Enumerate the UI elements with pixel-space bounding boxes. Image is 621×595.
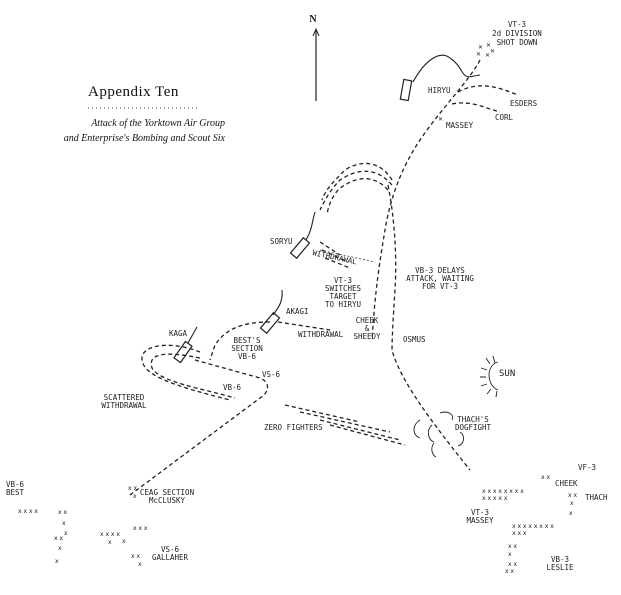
akagi-track bbox=[272, 289, 283, 316]
vt3-switches-label-3: TARGET bbox=[329, 292, 357, 301]
cheek-sheedy-label-1: CHEEK bbox=[356, 316, 379, 325]
svg-text:x x x x x x x x: x x x x x x x x bbox=[482, 488, 524, 495]
svg-text:✕: ✕ bbox=[438, 116, 443, 123]
hiryu-ship-icon bbox=[399, 78, 413, 102]
svg-text:x x x x: x x x x bbox=[100, 531, 120, 538]
svg-text:x: x bbox=[133, 493, 137, 500]
vt3-massey-label-1: VT-3 bbox=[471, 508, 489, 517]
svg-text:x: x bbox=[62, 520, 66, 527]
kaga-track bbox=[187, 326, 198, 344]
hiryu-track bbox=[412, 54, 481, 83]
north-label: N bbox=[309, 14, 317, 25]
svg-text:x x: x x bbox=[54, 535, 63, 542]
vs6-label: VS-6 bbox=[262, 370, 281, 379]
vt3-shot-down-label-3: SHOT DOWN bbox=[497, 38, 538, 47]
attack-tracks bbox=[129, 59, 519, 496]
esders-label: ESDERS bbox=[510, 99, 538, 108]
akagi-ship-icon bbox=[259, 311, 281, 335]
bests-section-label-3: VB-6 bbox=[238, 352, 257, 361]
subtitle-line2: and Enterprise's Bombing and Scout Six bbox=[64, 133, 226, 144]
vb6-label: VB-6 bbox=[223, 383, 242, 392]
svg-text:x: x bbox=[569, 510, 573, 517]
svg-text:x: x bbox=[570, 500, 574, 507]
vt3-switches-label-1: VT-3 bbox=[334, 276, 352, 285]
scattered-withdrawal-label-2: WITHDRAWAL bbox=[101, 401, 147, 410]
svg-text:x x x: x x x bbox=[512, 530, 527, 537]
svg-text:✕: ✕ bbox=[490, 48, 495, 55]
ceag-section-label-1: CEAG SECTION bbox=[140, 488, 194, 497]
svg-text:x x x x: x x x x bbox=[18, 508, 38, 515]
cheek-label: CHEEK bbox=[555, 479, 578, 488]
svg-text:x: x bbox=[122, 538, 126, 545]
bests-section-label-2: SECTION bbox=[231, 344, 263, 353]
svg-text:✕: ✕ bbox=[476, 51, 481, 58]
svg-text:✕: ✕ bbox=[478, 44, 483, 51]
vt3-shot-down-label-1: VT-3 bbox=[508, 20, 526, 29]
svg-text:x x: x x bbox=[58, 509, 67, 516]
svg-text:x x: x x bbox=[508, 543, 517, 550]
akagi-label: AKAGI bbox=[286, 307, 309, 316]
soryu-label: SORYU bbox=[270, 237, 293, 246]
svg-text:x: x bbox=[508, 551, 512, 558]
svg-text:✕: ✕ bbox=[486, 42, 491, 49]
appendix-title: Appendix Ten bbox=[88, 84, 179, 100]
svg-text:x x x: x x x bbox=[133, 525, 148, 532]
massey-north-label: MASSEY bbox=[446, 121, 474, 130]
vb6-best-label-1: VB-6 bbox=[6, 480, 25, 489]
svg-text:x x x x x: x x x x x bbox=[482, 495, 508, 502]
vb3-delays-label-3: FOR VT-3 bbox=[422, 282, 458, 291]
north-arrow-icon bbox=[312, 27, 320, 101]
cheek-sheedy-label-2: & bbox=[365, 324, 370, 333]
vb3-delays-label-1: VB-3 DELAYS bbox=[415, 266, 465, 275]
svg-text:x: x bbox=[58, 545, 62, 552]
subtitle-line1: Attack of the Yorktown Air Group bbox=[90, 118, 225, 129]
vb6-best-label-2: BEST bbox=[6, 488, 25, 497]
cheek-sheedy-label-3: SHEEDY bbox=[353, 332, 381, 341]
dogfight-swirl-icon bbox=[413, 411, 465, 458]
vb3-leslie-label-1: VB-3 bbox=[551, 555, 569, 564]
thach-dogfight-label-2: DOGFIGHT bbox=[455, 423, 492, 432]
vf3-label: VF-3 bbox=[578, 463, 596, 472]
svg-text:x x: x x bbox=[128, 485, 137, 492]
svg-text:x: x bbox=[55, 558, 59, 565]
vb3-leslie-label-2: LESLIE bbox=[546, 563, 574, 572]
svg-text:x: x bbox=[108, 539, 112, 546]
scattered-withdrawal-label-1: SCATTERED bbox=[104, 393, 145, 402]
svg-text:x: x bbox=[138, 561, 142, 568]
vb3-delays-label-2: ATTACK, WAITING bbox=[406, 274, 474, 283]
vs6-gallaher-label-2: GALLAHER bbox=[152, 553, 189, 562]
svg-text:✕: ✕ bbox=[485, 52, 490, 59]
svg-text:x x: x x bbox=[505, 568, 514, 575]
kaga-ship-icon bbox=[173, 340, 193, 364]
svg-text:x x: x x bbox=[541, 474, 550, 481]
corl-label: CORL bbox=[495, 113, 514, 122]
vt3-shot-down-label-2: 2d DIVISION bbox=[492, 29, 542, 38]
ceag-section-label-2: McCLUSKY bbox=[149, 496, 186, 505]
svg-text:x x: x x bbox=[131, 553, 140, 560]
withdrawal-akagi-label: WITHDRAWAL bbox=[298, 330, 344, 339]
hiryu-label: HIRYU bbox=[428, 86, 451, 95]
vt3-switches-label-2: SWITCHES bbox=[325, 284, 362, 293]
bests-section-label-1: BEST'S bbox=[233, 336, 261, 345]
svg-text:x x: x x bbox=[568, 492, 577, 499]
svg-text:x: x bbox=[64, 530, 68, 537]
svg-text:x x x x x x x x: x x x x x x x x bbox=[512, 523, 554, 530]
vs6-gallaher-label-1: VS-6 bbox=[161, 545, 180, 554]
sun-label: SUN bbox=[499, 369, 515, 379]
zero-fighters-label: ZERO FIGHTERS bbox=[264, 423, 323, 432]
vt3-switches-label-4: TO HIRYU bbox=[325, 300, 361, 309]
sun-icon bbox=[480, 355, 499, 398]
kaga-label: KAGA bbox=[169, 329, 188, 338]
soryu-track bbox=[305, 211, 316, 241]
soryu-ship-icon bbox=[289, 236, 311, 260]
thach-label: THACH bbox=[585, 493, 608, 502]
osmus-label: OSMUS bbox=[403, 335, 426, 344]
thach-dogfight-label-1: THACH'S bbox=[457, 415, 489, 424]
svg-text:x x: x x bbox=[508, 561, 517, 568]
vt3-massey-label-2: MASSEY bbox=[466, 516, 494, 525]
